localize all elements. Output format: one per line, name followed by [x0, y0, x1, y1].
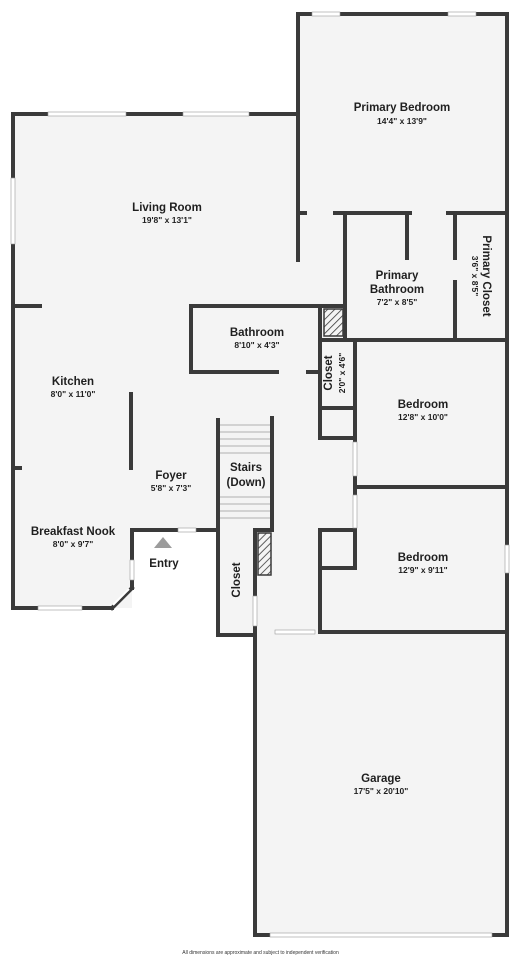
entry-arrow-icon [154, 537, 172, 548]
main-floor [13, 14, 507, 635]
hatched-shaft [323, 308, 344, 337]
room-name-foyer: Foyer [155, 470, 187, 482]
room-dims-bathroom: 8'10" x 4'3" [234, 340, 279, 350]
door-opening [274, 629, 316, 635]
room-name-bedroom-upper: Bedroom [398, 399, 448, 411]
room-dims-foyer: 5'8" x 7'3" [151, 483, 191, 493]
window [47, 111, 127, 117]
room-name-primary-closet: Primary Closet [480, 235, 492, 316]
room-name-breakfast-nook: Breakfast Nook [31, 526, 116, 538]
window [269, 932, 493, 938]
windows [10, 11, 510, 938]
door-opening [252, 595, 258, 627]
room-dims-bedroom-upper: 12'8" x 10'0" [398, 412, 448, 422]
room-dims-primary-bathroom: 7'2" x 8'5" [377, 297, 417, 307]
door-opening [352, 494, 358, 529]
floor-areas [13, 14, 507, 935]
window [37, 605, 83, 611]
window [311, 11, 341, 17]
window [129, 559, 135, 581]
room-dims-closet: 2'0" x 4'6" [337, 353, 347, 393]
room-dims-breakfast-nook: 8'0" x 9'7" [53, 539, 93, 549]
room-name-entry: Entry [149, 558, 179, 570]
room-name-garage: Garage [361, 773, 401, 785]
room-name-living-room: Living Room [132, 202, 202, 214]
window [447, 11, 477, 17]
room-dims-bedroom-lower: 12'9" x 9'11" [398, 565, 447, 575]
window [182, 111, 250, 117]
window [504, 544, 510, 574]
disclaimer-text: All dimensions are approximate and subje… [182, 950, 339, 956]
room-labels: Primary Bedroom 14'4" x 13'9" Living Roo… [31, 102, 492, 796]
room-name-entry-closet: Closet [231, 562, 243, 597]
room-name-primary-bathroom-line2: Bathroom [370, 284, 424, 296]
bay-window [112, 588, 130, 606]
room-name-kitchen: Kitchen [52, 376, 94, 388]
room-dims-primary-closet: 3'6" x 8'5" [470, 256, 480, 296]
door-opening [177, 527, 197, 533]
room-name-stairs-down: (Down) [227, 477, 266, 489]
stair-treads [220, 424, 270, 519]
room-name-primary-bathroom-line1: Primary [376, 270, 419, 282]
garage-floor [255, 634, 507, 935]
room-name-primary-bedroom: Primary Bedroom [354, 102, 451, 114]
room-name-stairs: Stairs [230, 462, 262, 474]
room-dims-kitchen: 8'0" x 11'0" [51, 389, 96, 399]
room-name-closet: Closet [323, 355, 335, 390]
window [10, 177, 16, 245]
room-name-bedroom-lower: Bedroom [398, 552, 448, 564]
room-dims-living-room: 19'8" x 13'1" [142, 215, 192, 225]
door-opening [352, 441, 358, 477]
hatched-shaft [257, 532, 272, 576]
room-dims-garage: 17'5" x 20'10" [354, 786, 409, 796]
room-dims-primary-bedroom: 14'4" x 13'9" [377, 116, 427, 126]
room-name-bathroom: Bathroom [230, 327, 284, 339]
